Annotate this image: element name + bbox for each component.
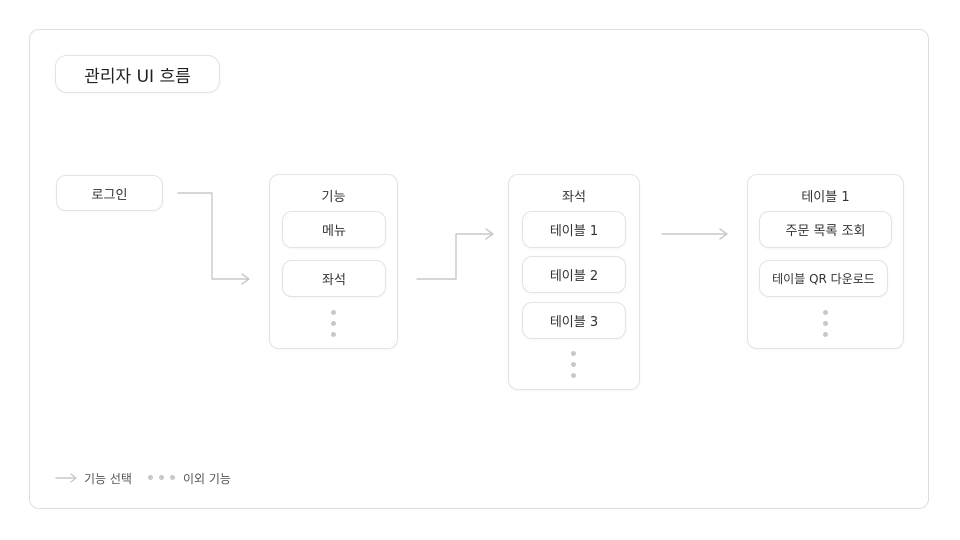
dot xyxy=(823,332,828,337)
seats-title: 좌석 xyxy=(562,190,586,205)
arrowhead-login-to-features xyxy=(241,273,250,285)
table1-item-qr-download: 테이블 QR 다운로드 xyxy=(759,260,888,297)
legend-dots-label: 이외 기능 xyxy=(183,472,231,486)
seats-item-table-3-label: 테이블 3 xyxy=(549,315,599,330)
features-item-seats: 좌석 xyxy=(282,260,386,297)
dot xyxy=(823,321,828,326)
features-item-menu-label: 메뉴 xyxy=(322,224,346,239)
dot xyxy=(331,332,336,337)
dot xyxy=(823,310,828,315)
seats-item-table-2-label: 테이블 2 xyxy=(549,269,599,284)
features-item-seats-label: 좌석 xyxy=(322,273,346,288)
login-node: 로그인 xyxy=(56,175,163,211)
features-item-menu: 메뉴 xyxy=(282,211,386,248)
dot xyxy=(571,351,576,356)
connector-login-to-features xyxy=(177,192,249,280)
arrowhead-features-to-seats xyxy=(485,228,494,240)
dot xyxy=(331,310,336,315)
dot xyxy=(331,321,336,326)
arrowhead-seats-to-table1 xyxy=(719,228,728,240)
seats-item-table-1: 테이블 1 xyxy=(522,211,626,248)
seats-item-table-3: 테이블 3 xyxy=(522,302,626,339)
seats-item-table-2: 테이블 2 xyxy=(522,256,626,293)
login-label: 로그인 xyxy=(91,187,128,203)
connector-features-to-seats xyxy=(416,233,493,280)
table1-item-order-list-label: 주문 목록 조회 xyxy=(785,224,866,239)
table1-item-order-list: 주문 목록 조회 xyxy=(759,211,892,248)
table1-title: 테이블 1 xyxy=(801,190,850,205)
features-title: 기능 xyxy=(321,190,346,205)
dot xyxy=(170,475,175,480)
legend-arrowhead xyxy=(70,473,77,483)
legend-arrow-label: 기능 선택 xyxy=(84,472,132,486)
seats-item-table-1-label: 테이블 1 xyxy=(549,224,599,239)
dot xyxy=(571,362,576,367)
dot xyxy=(148,475,153,480)
dot xyxy=(571,373,576,378)
table1-item-qr-download-label: 테이블 QR 다운로드 xyxy=(772,272,875,286)
dot xyxy=(159,475,164,480)
diagram-title: 관리자 UI 흐름 xyxy=(55,55,220,93)
